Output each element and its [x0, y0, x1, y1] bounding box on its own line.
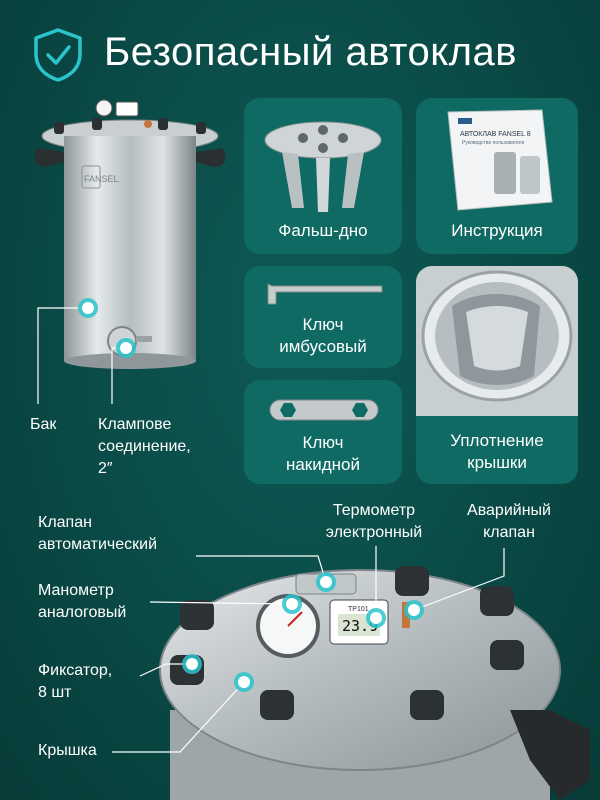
emergency-valve-marker [408, 604, 420, 616]
auto-valve-marker [320, 576, 332, 588]
page-title: Безопасный автоклав [104, 30, 517, 74]
hex-key-image [267, 283, 383, 305]
card-hex-key: Ключ имбусовый [244, 266, 402, 368]
manual-cover-subtitle: Руководство пользователя [462, 140, 525, 146]
thermometer-brand: TP101 [348, 606, 369, 613]
card-manual: АВТОКЛАВ FANSEL 8 Руководство пользовате… [416, 98, 578, 254]
autoclave-tank-image: FANSEL [34, 99, 226, 369]
wrench-label: Ключ накидной [285, 433, 361, 474]
lid-seal-image [416, 266, 578, 416]
shield-check-icon [34, 28, 82, 82]
manual-booklet-image: АВТОКЛАВ FANSEL 8 Руководство пользовате… [447, 109, 553, 211]
gauge-label: Манометр аналоговый [38, 582, 127, 621]
card-lid-seal: Уплотнение крышки [416, 266, 578, 484]
autoclave-lid-image: 23.9 TP101 [159, 566, 590, 800]
gauge-marker [286, 598, 298, 610]
lid-label: Крышка [38, 742, 97, 759]
hex-key-label: Ключ имбусовый [279, 315, 367, 356]
emergency-valve-label: Аварийный клапан [467, 502, 551, 541]
auto-valve-label: Клапан автоматический [38, 514, 158, 553]
clamp-marker [120, 342, 132, 354]
clamp-lock-label: Фиксатор, 8 шт [38, 662, 113, 701]
clamp-lock-marker [186, 658, 198, 670]
lid-marker [238, 676, 250, 688]
thermometer-marker [370, 612, 382, 624]
tank-marker [82, 302, 94, 314]
tank-brand-text: FANSEL [84, 174, 119, 184]
thermometer-label: Термометр электронный [325, 502, 423, 541]
thermometer-reading: 23.9 [342, 617, 378, 635]
lid-seal-label: Уплотнение крышки [450, 431, 544, 472]
false-bottom-label: Фальш-дно [278, 221, 368, 240]
card-false-bottom: Фальш-дно [244, 98, 402, 254]
manual-cover-title: АВТОКЛАВ FANSEL 8 [460, 131, 531, 138]
wrench-image [269, 399, 379, 421]
false-bottom-image [264, 121, 382, 212]
tank-label: Бак [30, 416, 57, 433]
clamp-label: Клампове соединение, 2″ [98, 416, 191, 477]
card-wrench: Ключ накидной [244, 380, 402, 484]
manual-label: Инструкция [451, 221, 543, 240]
